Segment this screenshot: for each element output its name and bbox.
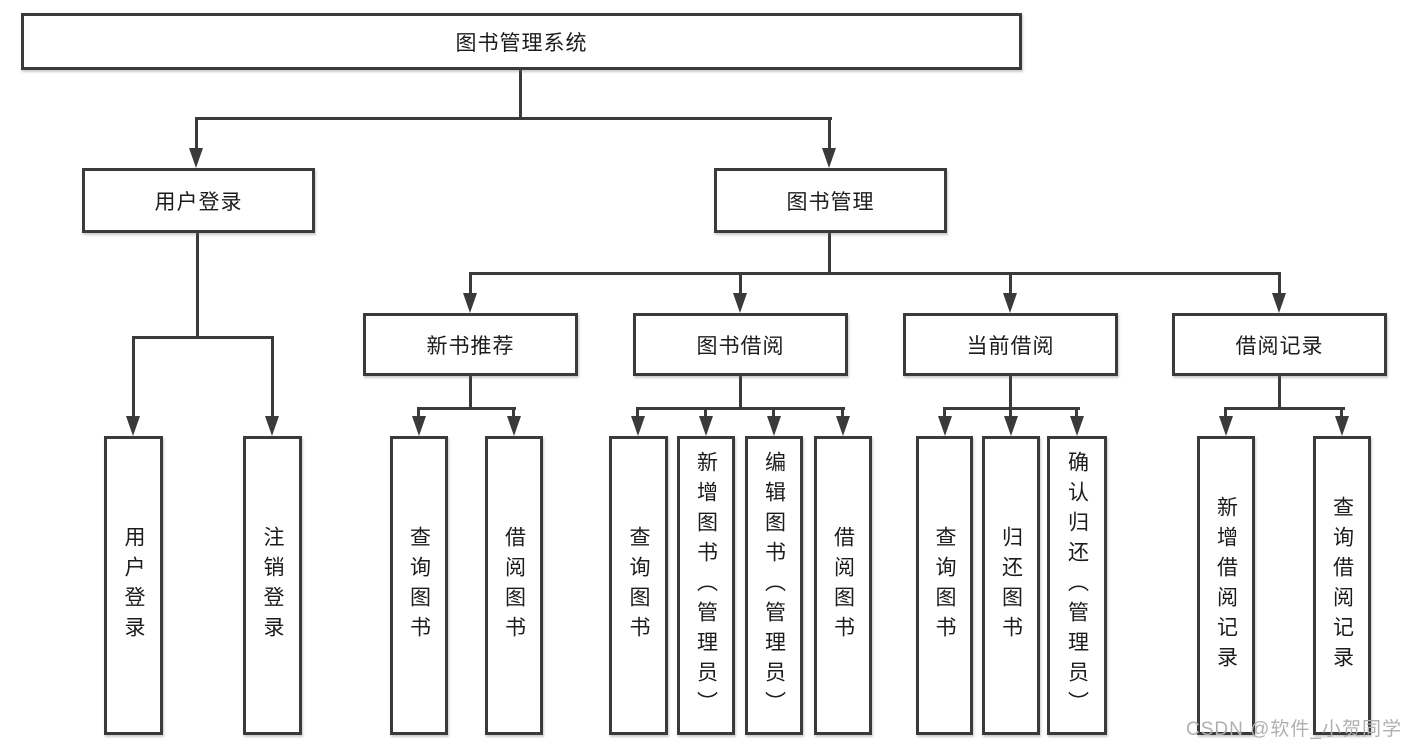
connector-line-vertical: [841, 407, 844, 419]
connector-line-vertical: [1278, 272, 1281, 296]
arrow-down-icon: [767, 416, 781, 436]
leaf-label: 查询图书: [627, 525, 650, 646]
leaf-add-book-admin: 新增图书（管理员）: [677, 436, 735, 735]
arrow-down-icon: [733, 293, 747, 313]
csdn-watermark: CSDN @软件_小贺同学: [1186, 719, 1402, 740]
leaf-label: 确认归还（管理员）: [1065, 450, 1089, 721]
connector-line-vertical: [636, 407, 639, 419]
connector-line-vertical: [469, 376, 472, 410]
arrow-down-icon: [189, 148, 203, 168]
connector-line-vertical: [828, 117, 831, 151]
leaf-label: 新增图书（管理员）: [694, 450, 718, 721]
arrow-down-icon: [699, 416, 713, 436]
connector-line-horizontal: [417, 407, 516, 410]
node-book-management: 图书管理: [714, 168, 947, 233]
leaf-label: 查询图书: [407, 525, 431, 646]
arrow-down-icon: [938, 416, 952, 436]
node-book-borrowing: 图书借阅: [633, 313, 848, 376]
connector-line-vertical: [1009, 272, 1012, 296]
connector-line-vertical: [519, 69, 522, 120]
leaf-label: 注销登录: [261, 525, 284, 646]
leaf-label: 查询图书: [933, 525, 956, 646]
leaf-edit-book-admin: 编辑图书（管理员）: [745, 436, 803, 735]
node-current-borrowing: 当前借阅: [903, 313, 1118, 376]
leaf-label: 归还图书: [999, 525, 1023, 646]
node-label: 当前借阅: [966, 334, 1055, 358]
connector-line-vertical: [196, 233, 199, 338]
arrow-down-icon: [463, 293, 477, 313]
leaf-query-books-recommend: 查询图书: [390, 436, 448, 735]
node-label: 图书借阅: [696, 334, 785, 358]
connector-line-vertical: [1340, 407, 1343, 419]
leaf-label: 借阅图书: [502, 525, 526, 646]
node-user-login: 用户登录: [82, 168, 315, 233]
arrow-down-icon: [265, 416, 279, 436]
connector-line-vertical: [512, 407, 515, 419]
leaf-label: 新增借阅记录: [1214, 495, 1238, 676]
node-new-book-recommendation: 新书推荐: [363, 313, 578, 376]
connector-line-vertical: [1009, 376, 1012, 410]
connector-line-vertical: [271, 336, 274, 418]
connector-line-vertical: [1224, 407, 1227, 419]
connector-line-vertical: [739, 272, 742, 296]
arrow-down-icon: [1070, 416, 1084, 436]
connector-line-vertical: [828, 233, 831, 275]
leaf-logout: 注销登录: [243, 436, 302, 735]
node-label: 图书管理: [786, 190, 875, 214]
leaf-borrow-books-borrowing: 借阅图书: [814, 436, 872, 735]
leaf-query-borrow-record: 查询借阅记录: [1313, 436, 1371, 735]
connector-line-vertical: [469, 272, 472, 296]
leaf-query-books-borrowing: 查询图书: [609, 436, 668, 735]
leaf-confirm-return-admin: 确认归还（管理员）: [1047, 436, 1107, 735]
arrow-down-icon: [1003, 293, 1017, 313]
leaf-label: 编辑图书（管理员）: [762, 450, 786, 721]
connector-line-horizontal: [1224, 407, 1345, 410]
connector-line-vertical: [195, 117, 198, 151]
node-library-management-system: 图书管理系统: [21, 13, 1022, 70]
arrow-down-icon: [631, 416, 645, 436]
connector-line-vertical: [132, 336, 135, 418]
connector-line-vertical: [704, 407, 707, 419]
leaf-return-book: 归还图书: [982, 436, 1040, 735]
leaf-user-login: 用户登录: [104, 436, 163, 735]
connector-line-vertical: [1278, 376, 1281, 410]
leaf-label: 借阅图书: [831, 525, 855, 646]
node-label: 新书推荐: [426, 334, 515, 358]
node-label: 借阅记录: [1235, 334, 1324, 358]
connector-line-vertical: [943, 407, 946, 419]
leaf-label: 用户登录: [122, 525, 145, 646]
arrow-down-icon: [1272, 293, 1286, 313]
node-label: 图书管理系统: [455, 31, 588, 55]
arrow-down-icon: [507, 416, 521, 436]
arrow-down-icon: [1219, 416, 1233, 436]
leaf-query-books-current: 查询图书: [916, 436, 973, 735]
connector-line-horizontal: [636, 407, 845, 410]
arrow-down-icon: [126, 416, 140, 436]
connector-line-horizontal: [196, 117, 832, 120]
connector-line-vertical: [1075, 407, 1078, 419]
connector-line-vertical: [417, 407, 420, 419]
arrow-down-icon: [1335, 416, 1349, 436]
connector-line-horizontal: [132, 336, 274, 339]
node-borrowing-records: 借阅记录: [1172, 313, 1387, 376]
leaf-label: 查询借阅记录: [1330, 495, 1354, 676]
connector-line-vertical: [739, 376, 742, 410]
leaf-borrow-books-recommend: 借阅图书: [485, 436, 543, 735]
arrow-down-icon: [1004, 416, 1018, 436]
arrow-down-icon: [412, 416, 426, 436]
node-label: 用户登录: [154, 190, 243, 214]
arrow-down-icon: [836, 416, 850, 436]
connector-line-vertical: [1009, 407, 1012, 419]
connector-line-horizontal: [469, 272, 1281, 275]
arrow-down-icon: [822, 148, 836, 168]
connector-line-vertical: [772, 407, 775, 419]
leaf-add-borrow-record: 新增借阅记录: [1197, 436, 1255, 735]
